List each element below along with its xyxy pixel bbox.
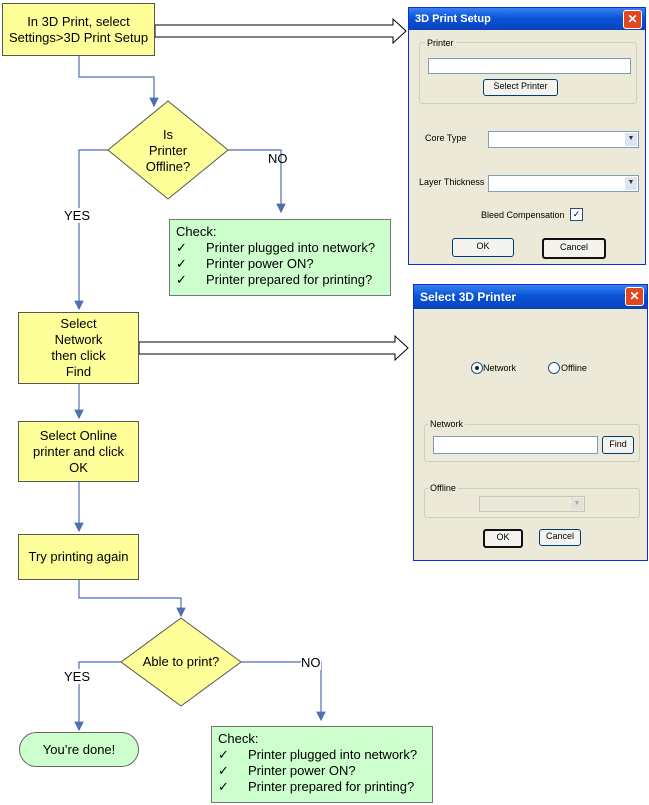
select-printer-dialog: Select 3D Printer ✕ Network Offline Netw… — [413, 284, 648, 561]
chevron-down-icon[interactable]: ▼ — [625, 177, 637, 190]
decision-diamond-offline — [107, 100, 229, 200]
connector-start-to-decision1 — [78, 56, 159, 108]
cancel-button[interactable]: Cancel — [542, 238, 606, 259]
ok-button[interactable]: OK — [452, 238, 514, 257]
check-icon: ✓ — [218, 763, 229, 778]
core-type-select[interactable]: ▼ — [488, 131, 639, 148]
start-step: In 3D Print, select Settings>3D Print Se… — [2, 3, 155, 56]
network-address-field[interactable] — [433, 436, 598, 454]
check-item: Printer prepared for printing? — [248, 779, 415, 794]
cancel-button[interactable]: Cancel — [539, 529, 581, 546]
chevron-down-icon[interactable]: ▼ — [625, 133, 637, 146]
connector-decision2-yes — [74, 661, 121, 732]
offline-group-label: Offline — [428, 483, 458, 493]
printer-group — [419, 42, 637, 104]
network-radio-label: Network — [483, 363, 517, 373]
check-item: Printer prepared for printing? — [206, 272, 373, 287]
check-item: Printer power ON? — [206, 256, 314, 271]
network-group — [424, 424, 640, 462]
check-item: Printer power ON? — [248, 763, 356, 778]
check-icon: ✓ — [176, 272, 187, 287]
check-icon: ✓ — [176, 256, 187, 271]
decision-able-label: Able to print? — [142, 654, 220, 669]
print-setup-dialog: 3D Print Setup ✕ Printer Select Printer … — [408, 7, 646, 265]
offline-group — [424, 488, 640, 518]
decision-able-yes-label: YES — [64, 669, 91, 684]
check-note-2: Check: ✓ Printer plugged into network? ✓ P… — [211, 726, 433, 803]
ok-button[interactable]: OK — [483, 529, 523, 548]
close-icon[interactable]: ✕ — [625, 287, 644, 306]
check-note-title: Check: — [176, 224, 217, 239]
offline-radio-label: Offline — [561, 363, 587, 373]
check-item: Printer plugged into network? — [248, 747, 418, 762]
find-button[interactable]: Find — [602, 436, 634, 454]
connector-decision1-no — [228, 149, 286, 214]
network-group-label: Network — [428, 419, 466, 429]
arrow-to-setup-dialog — [154, 17, 407, 45]
decision-offline-label: Is Printer Offline? — [145, 127, 191, 174]
printer-group-label: Printer — [425, 38, 456, 48]
check-icon: ✓ — [218, 747, 229, 762]
layer-thickness-select[interactable]: ▼ — [488, 175, 639, 192]
connector-decision1-yes — [74, 149, 108, 311]
check-icon: ✓ — [176, 240, 187, 255]
close-icon[interactable]: ✕ — [623, 10, 642, 29]
step-select-network: Select Network then click Find — [18, 312, 139, 384]
decision-able-no-label: NO — [301, 655, 321, 670]
connector-try-to-decision2 — [78, 580, 186, 618]
layer-thickness-label: Layer Thickness — [419, 177, 485, 187]
check-item: Printer plugged into network? — [206, 240, 376, 255]
decision-diamond-able — [120, 617, 242, 707]
offline-radio[interactable] — [548, 362, 560, 374]
bleed-compensation-label: Bleed Compensation — [481, 210, 565, 220]
offline-printer-select: ▼ — [479, 496, 585, 512]
arrow-to-select-printer-dialog — [138, 334, 409, 362]
connector-decision2-no — [241, 661, 326, 722]
radio-selected-dot — [475, 366, 479, 370]
step-try-again: Try printing again — [18, 534, 139, 580]
printer-name-field[interactable] — [428, 58, 631, 74]
dialog-titlebar[interactable]: 3D Print Setup — [409, 8, 645, 30]
network-radio[interactable] — [471, 362, 483, 374]
dialog-titlebar[interactable]: Select 3D Printer — [414, 285, 647, 309]
chevron-down-icon: ▼ — [571, 498, 583, 510]
done-terminal: You’re done! — [19, 732, 139, 767]
check-note-1: Check: ✓ Printer plugged into network? ✓ P… — [169, 219, 391, 296]
step-select-online: Select Online printer and click OK — [18, 421, 139, 482]
decision-offline-yes-label: YES — [64, 208, 91, 223]
check-note-title: Check: — [218, 731, 259, 746]
check-icon: ✓ — [218, 779, 229, 794]
core-type-label: Core Type — [425, 133, 467, 143]
decision-offline-no-label: NO — [268, 151, 288, 166]
bleed-compensation-checkbox[interactable]: ✓ — [570, 208, 583, 221]
select-printer-button[interactable]: Select Printer — [483, 79, 558, 96]
